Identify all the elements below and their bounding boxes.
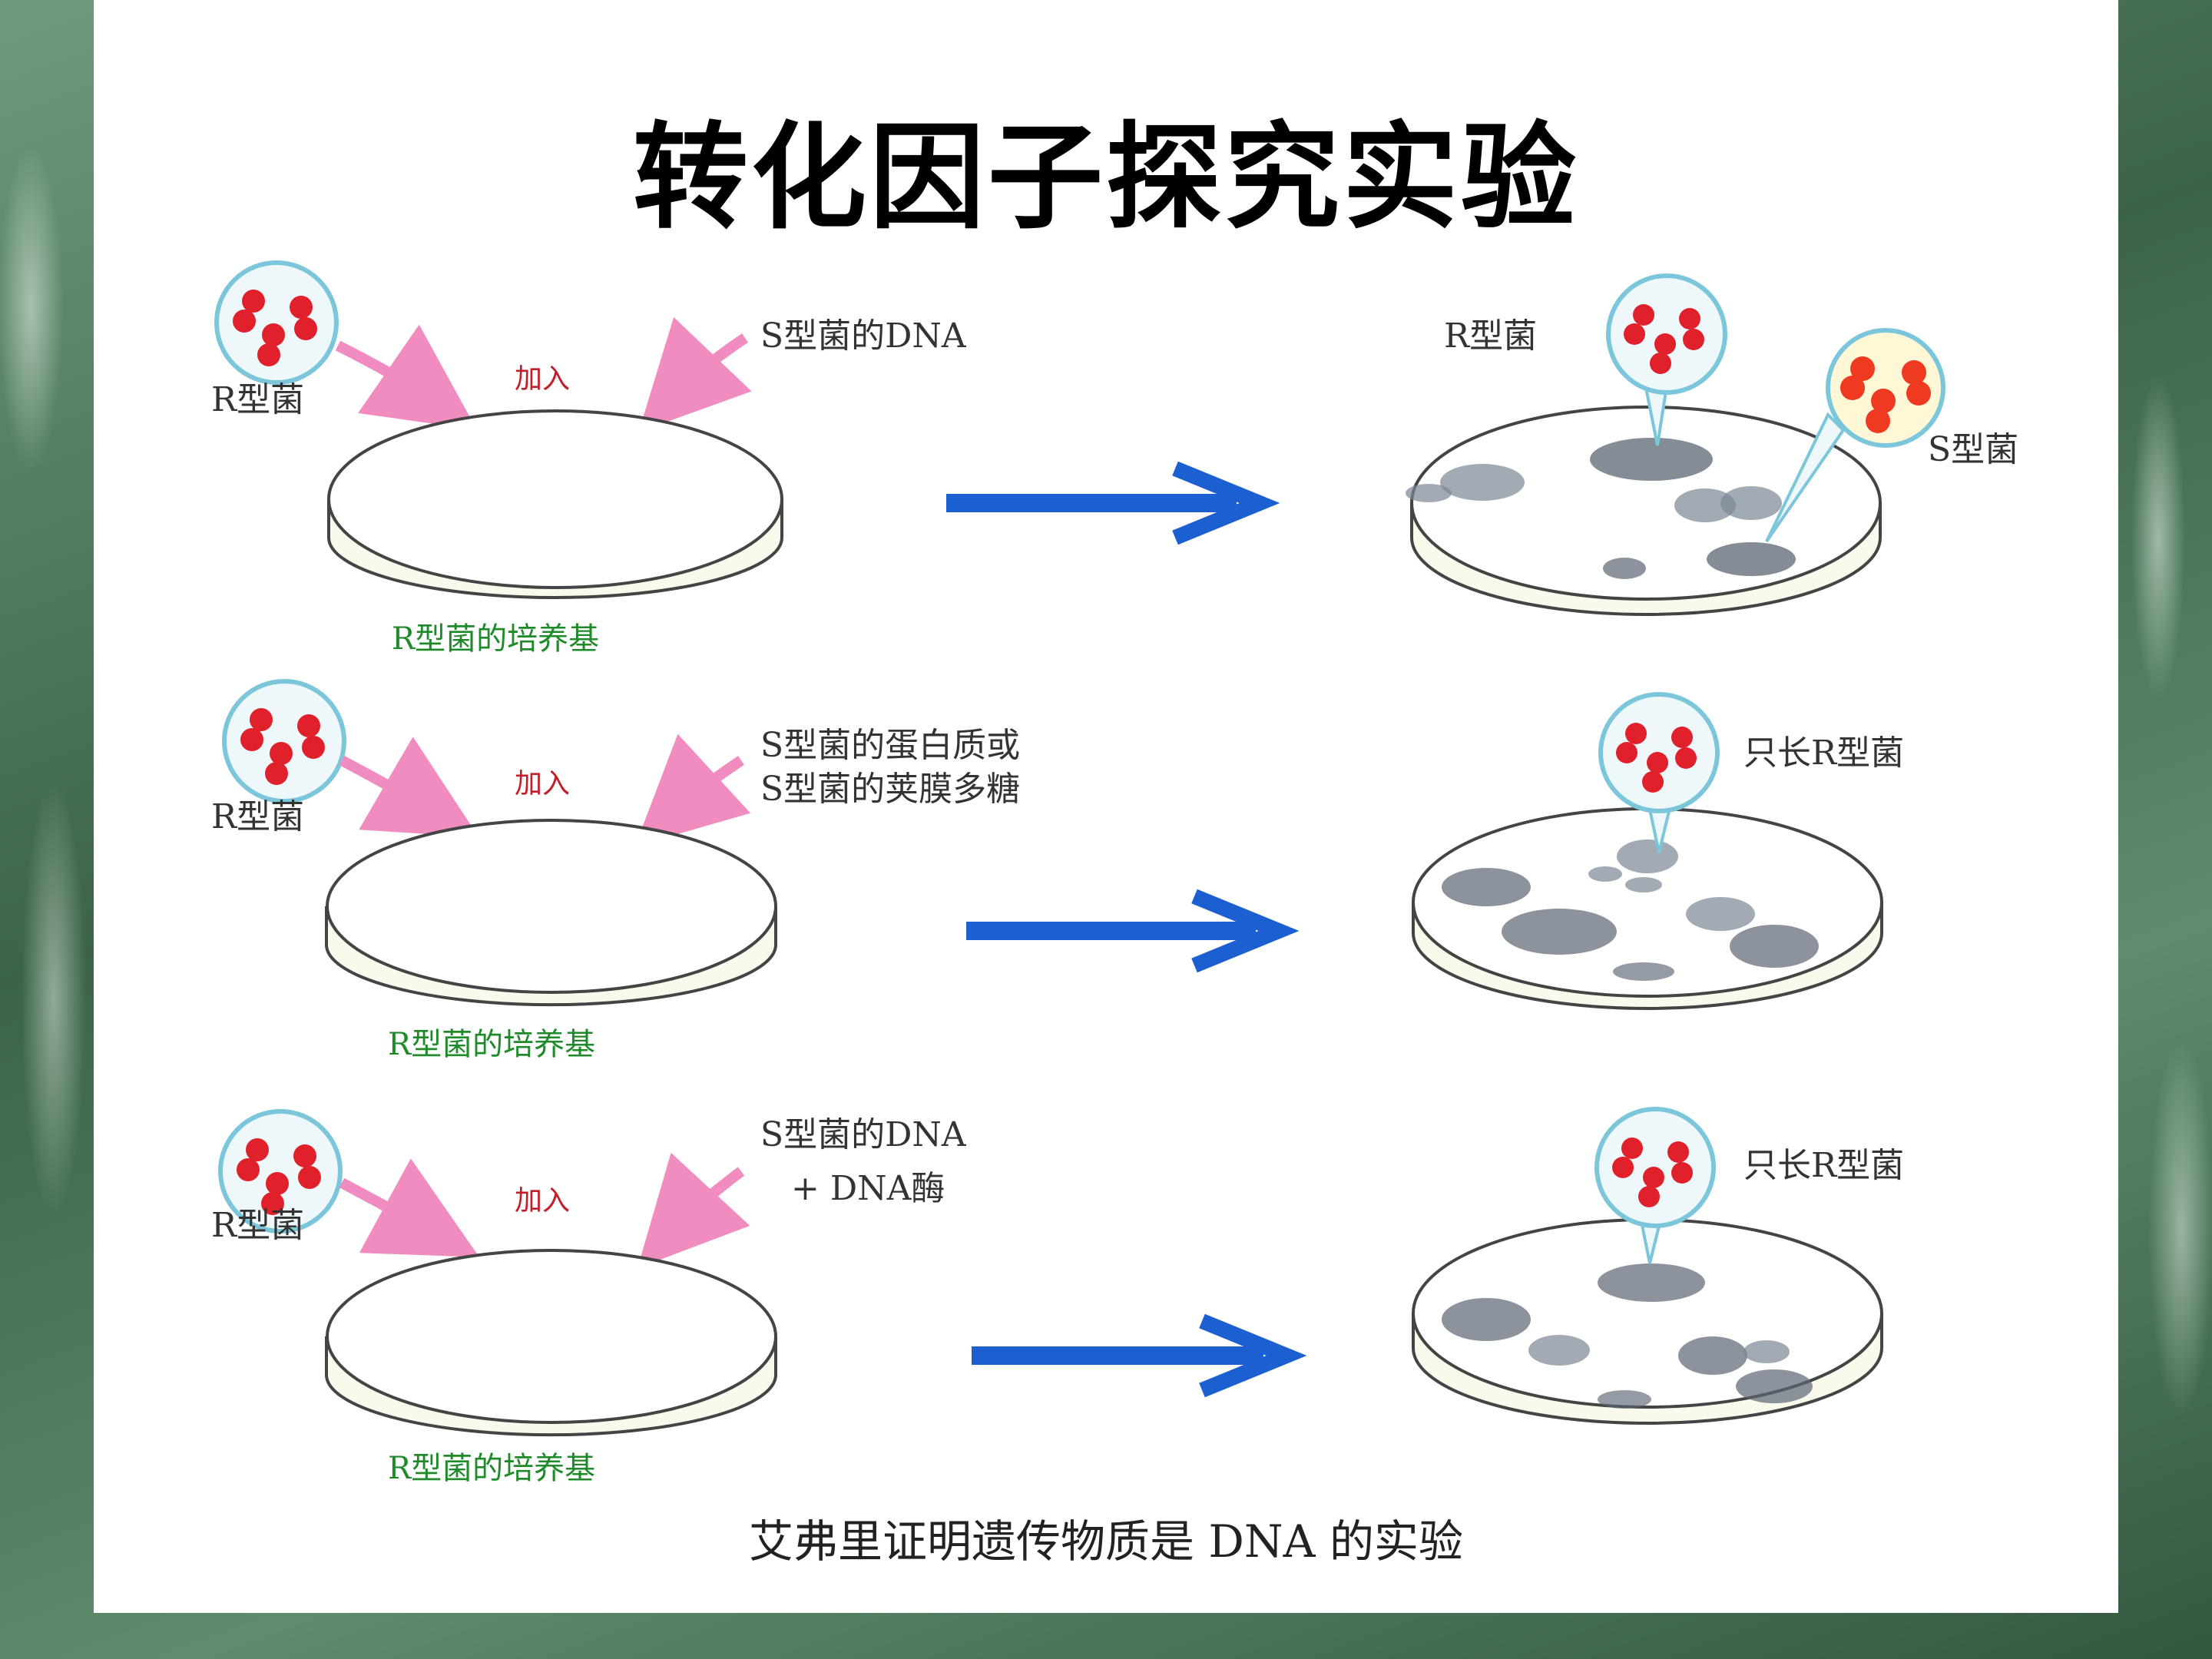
colony [1686, 897, 1755, 931]
result-arrow [972, 1313, 1307, 1398]
colony [1674, 488, 1736, 522]
r-bacteria-bubble [222, 679, 346, 803]
colony [1707, 542, 1796, 576]
pink-arrow-right [637, 1152, 750, 1269]
r-bacteria-bubble [214, 260, 339, 385]
r-bacteria-label: R型菌 [211, 380, 304, 419]
medium-label: R型菌的培养基 [388, 1027, 595, 1062]
result-label-s: S型菌 [1928, 430, 2018, 469]
colony [1743, 1340, 1790, 1363]
r-bacteria-bubble [218, 1109, 343, 1233]
colony [1625, 877, 1662, 892]
colony [1440, 464, 1525, 501]
r-bacteria-result-bubble [1594, 1107, 1716, 1264]
added-substance-line-2: S型菌的荚膜多糖 [760, 770, 1020, 809]
r-bacteria-result-bubble [1598, 692, 1720, 853]
pink-arrow-left [339, 1158, 480, 1257]
r-bacteria-label: R型菌 [211, 1206, 304, 1245]
added-substance-line-1: S型菌的DNA [760, 1115, 967, 1154]
added-substance-line-1: S型菌的蛋白质或 [760, 726, 1020, 765]
colony [1442, 868, 1531, 906]
medium-label: R型菌的培养基 [388, 1451, 595, 1486]
colony [1598, 1390, 1651, 1409]
culture-dish-result [1412, 807, 1883, 1010]
colony [1603, 558, 1646, 579]
colony [1613, 962, 1674, 981]
s-bacteria-result-bubble [1765, 328, 1945, 543]
result-label: 只长R型菌 [1743, 733, 1904, 773]
add-label: 加入 [515, 1185, 570, 1217]
result-arrow [946, 461, 1280, 545]
pink-arrow-left [339, 737, 479, 838]
colony [1617, 839, 1678, 873]
culture-dish-left [325, 819, 777, 1007]
colony [1678, 1336, 1747, 1375]
colony [1590, 438, 1713, 481]
pink-arrow-right [634, 733, 751, 846]
added-substance-line-2: + DNA酶 [791, 1169, 945, 1208]
colony [1736, 1369, 1813, 1403]
figure-caption: 艾弗里证明遗传物质是 DNA 的实验 [748, 1515, 1463, 1568]
r-bacteria-result-bubble [1606, 273, 1727, 446]
row-3: R型菌 加入 S型菌的DNA + DNA酶 R型菌的培养基 [211, 1107, 1904, 1486]
culture-dish-result [1406, 406, 1882, 616]
colony [1720, 486, 1782, 520]
culture-dish-result [1412, 1218, 1883, 1425]
pink-arrow-right [638, 316, 752, 432]
slide-title: 转化因子探究实验 [632, 111, 1579, 245]
colony [1598, 1263, 1705, 1302]
r-bacteria-label: R型菌 [211, 797, 304, 836]
add-label: 加入 [515, 363, 570, 395]
colony [1588, 866, 1622, 882]
culture-dish-left [325, 1249, 777, 1437]
row-1: R型菌 加入 S型菌的DNA R型菌的培养基 [211, 260, 2018, 657]
add-label: 加入 [515, 768, 570, 800]
colony [1406, 484, 1452, 502]
colony [1502, 909, 1617, 955]
pink-arrow-left [335, 324, 478, 430]
row-2: R型菌 加入 S型菌的蛋白质或 S型菌的荚膜多糖 R型菌的培养基 [211, 679, 1904, 1062]
colony [1442, 1298, 1531, 1341]
added-substance-line-1: S型菌的DNA [760, 316, 967, 356]
culture-dish-left [327, 409, 783, 599]
result-label: 只长R型菌 [1743, 1146, 1904, 1185]
result-arrow [966, 889, 1300, 973]
colony [1730, 925, 1819, 968]
result-label-r: R型菌 [1444, 316, 1537, 356]
medium-label: R型菌的培养基 [392, 621, 599, 657]
colony [1528, 1335, 1590, 1366]
